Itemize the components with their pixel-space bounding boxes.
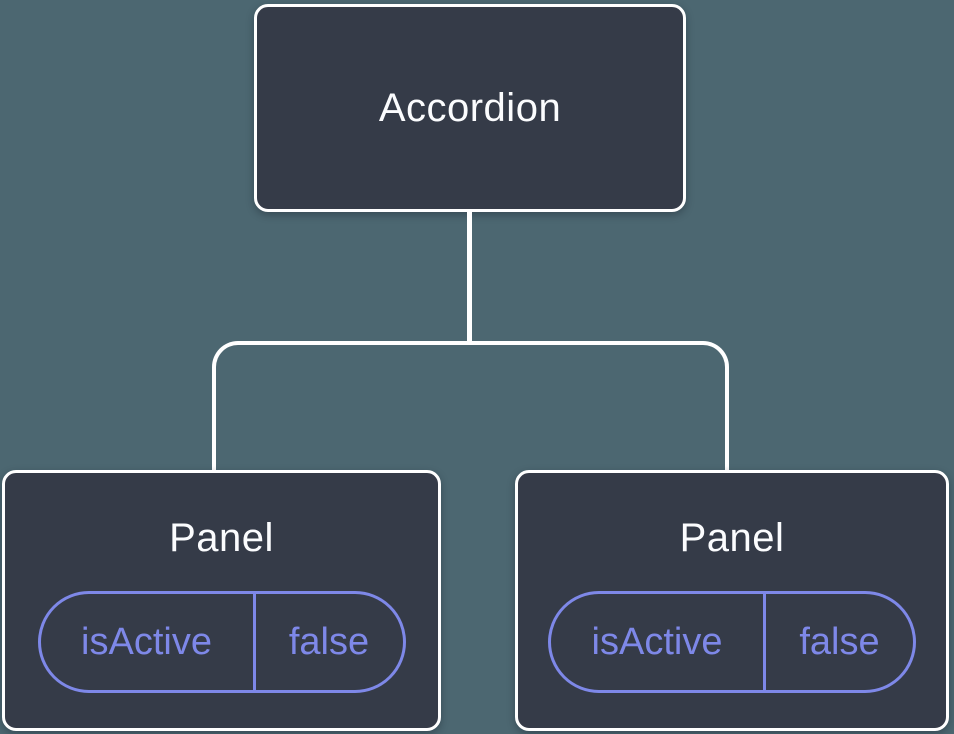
connector-bracket	[212, 341, 729, 471]
state-value-label: false	[288, 620, 370, 663]
state-pill-left: isActive false	[37, 591, 406, 693]
tree-node-accordion: Accordion	[254, 4, 686, 212]
state-value-label: false	[799, 620, 880, 663]
tree-node-panel-left: Panel isActive false	[2, 470, 441, 731]
panel-left-label: Panel	[169, 516, 274, 560]
state-key-label: isActive	[41, 594, 256, 690]
panel-right-label: Panel	[679, 516, 785, 560]
tree-node-panel-right: Panel isActive false	[515, 470, 949, 731]
state-pill-right: isActive false	[548, 591, 916, 693]
connector-stem	[467, 210, 472, 343]
state-key-label: isActive	[551, 594, 766, 690]
accordion-node-label: Accordion	[378, 85, 562, 130]
